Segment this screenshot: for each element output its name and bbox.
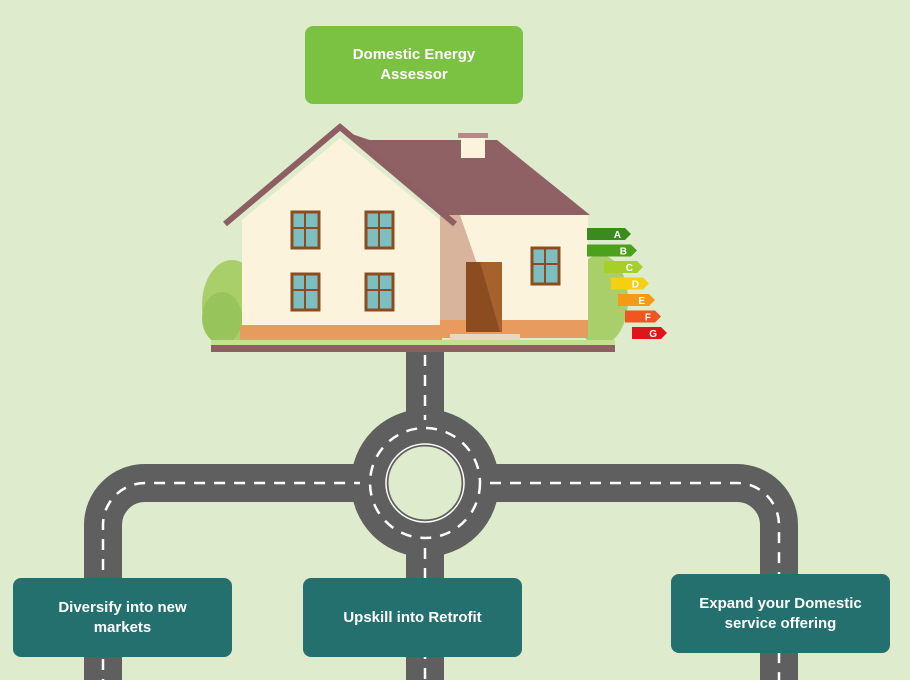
road-network (84, 345, 798, 680)
rating-label-e: E (638, 296, 645, 307)
rating-label-a: A (614, 230, 621, 241)
rating-band-f (625, 310, 661, 323)
rating-band-d (611, 277, 649, 290)
rating-band-a (587, 228, 631, 240)
option-diversify-box: Diversify into new markets (13, 578, 232, 657)
rating-label-b: B (620, 247, 627, 258)
rating-band-g (632, 327, 667, 339)
rating-label-c: C (626, 263, 633, 274)
rating-label-g: G (649, 329, 657, 340)
option-retrofit-box: Upskill into Retrofit (303, 578, 522, 657)
rating-band-c (604, 261, 643, 273)
rating-band-b (587, 244, 637, 257)
rating-label-f: F (645, 313, 651, 324)
house-illustration (202, 123, 628, 352)
rating-band-e (618, 294, 655, 306)
domestic-energy-assessor-box: Domestic Energy Assessor (305, 26, 523, 104)
rating-label-d: D (632, 280, 639, 291)
option-expand-box: Expand your Domestic service offering (671, 574, 890, 653)
